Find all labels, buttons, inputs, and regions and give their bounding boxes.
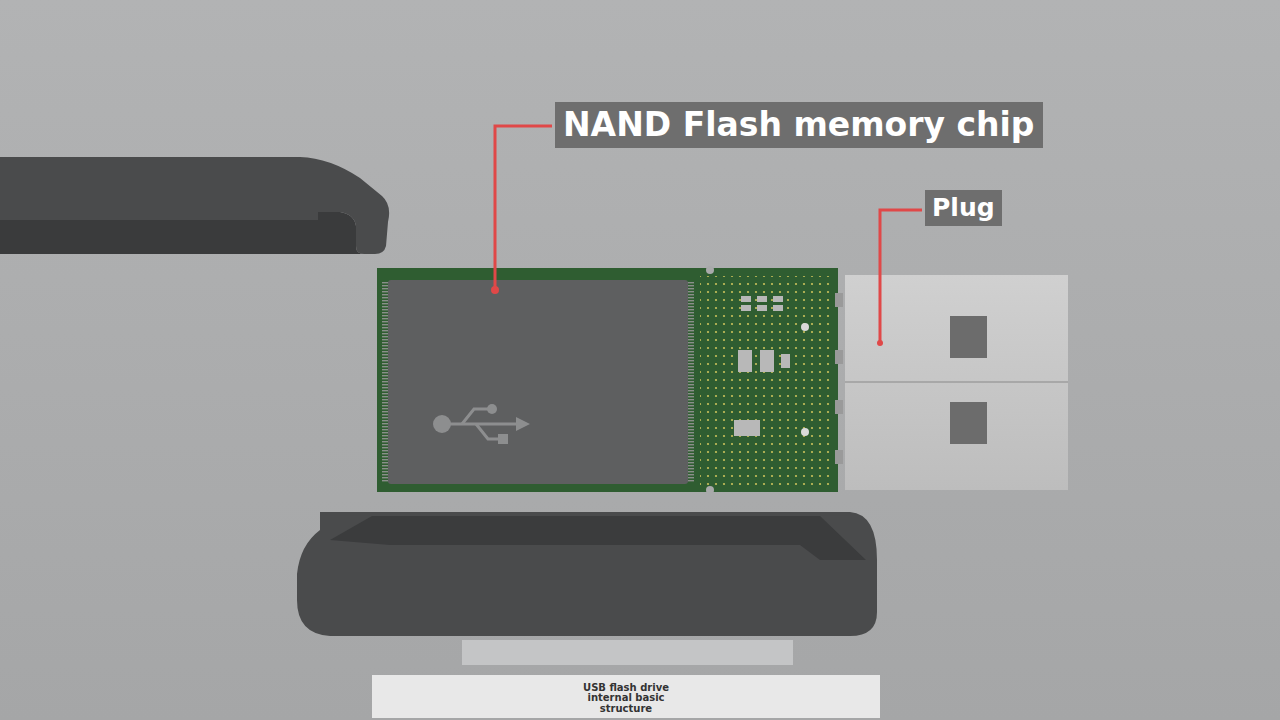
callout-label: Plug bbox=[932, 193, 995, 223]
leader-line bbox=[495, 126, 552, 290]
board-notch bbox=[706, 266, 714, 274]
plug-solder-tabs bbox=[835, 293, 843, 464]
plaque: USB flash drive internal basic structure bbox=[372, 675, 880, 719]
usb-logo bbox=[433, 404, 530, 444]
leader-dot bbox=[877, 340, 883, 346]
callout-box: Plug bbox=[925, 190, 1002, 226]
plug-hole bbox=[950, 402, 987, 444]
callout-box: NAND Flash memory chip bbox=[555, 102, 1043, 148]
display-stand bbox=[462, 640, 793, 665]
leader-line bbox=[880, 210, 922, 343]
usb-plug bbox=[845, 275, 1068, 490]
bottom-housing bbox=[297, 512, 877, 636]
smd-components bbox=[734, 296, 809, 436]
board-notch bbox=[706, 486, 714, 494]
plaque-text: USB flash drive internal basic structure bbox=[571, 683, 681, 715]
board-vias bbox=[700, 276, 832, 486]
leader-dot bbox=[491, 286, 499, 294]
callout-label: NAND Flash memory chip bbox=[563, 105, 1035, 145]
nand-chip bbox=[388, 280, 688, 484]
top-cap bbox=[0, 157, 389, 254]
plug-hole bbox=[950, 316, 987, 358]
circuit-board bbox=[377, 268, 838, 492]
top-cap-shadow bbox=[0, 212, 364, 254]
housing-cavity bbox=[330, 516, 866, 560]
plug-seam bbox=[845, 381, 1068, 383]
